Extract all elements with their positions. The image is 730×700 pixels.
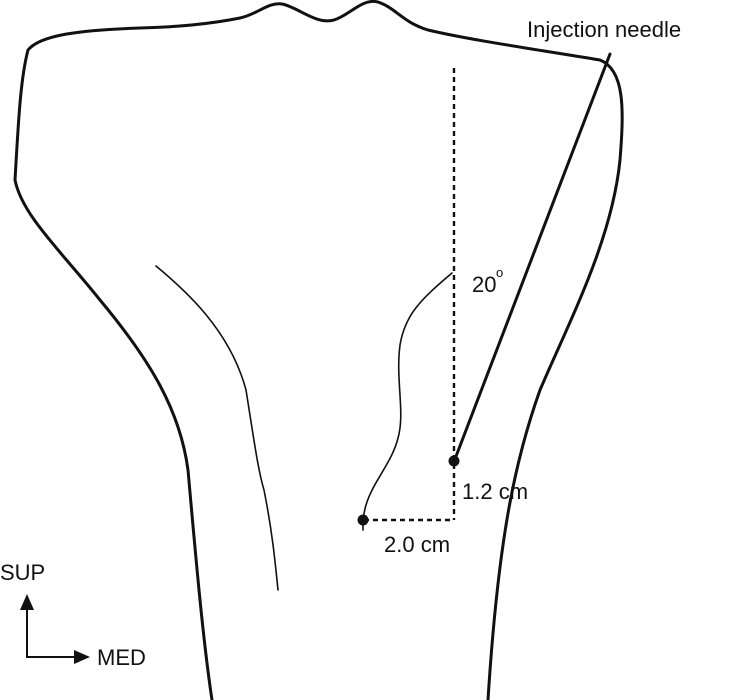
- angle-label: 20: [472, 272, 496, 297]
- orientation-axes: [26, 608, 74, 658]
- superior-arrow-icon: [20, 594, 34, 610]
- tuberosity-contour-line: [362, 272, 453, 531]
- landmark-point: [357, 514, 369, 526]
- injection-needle: [453, 52, 612, 461]
- angle-degree-symbol: o: [496, 265, 503, 280]
- medial-arrow-icon: [74, 650, 90, 664]
- horizontal-distance-label: 2.0 cm: [384, 532, 450, 557]
- injection-needle-label: Injection needle: [527, 17, 681, 42]
- superior-label: SUP: [0, 560, 45, 585]
- medial-label: MED: [97, 645, 146, 670]
- needle-tip-point: [448, 455, 460, 467]
- vertical-distance-label: 1.2 cm: [462, 479, 528, 504]
- lateral-contour-line: [155, 265, 279, 591]
- tibia-outline: [13, 0, 624, 700]
